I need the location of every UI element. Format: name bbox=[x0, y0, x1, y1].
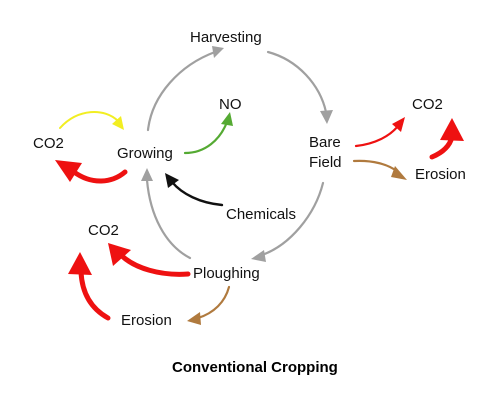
arrow-co2-emission-erosion bbox=[78, 269, 111, 321]
arrowhead-co2-emission-growing bbox=[55, 160, 82, 182]
label-no: NO bbox=[219, 96, 242, 113]
label-harvesting: Harvesting bbox=[190, 29, 262, 46]
growing-flows bbox=[55, 110, 233, 207]
label-erosion-ploughing: Erosion bbox=[121, 312, 172, 329]
arrowhead-co2-emission-bare-field-large bbox=[440, 118, 464, 141]
arrow-co2-uptake bbox=[59, 110, 119, 129]
label-co2-ploughing: CO2 bbox=[88, 222, 119, 239]
arrow-co2-emission-growing bbox=[71, 169, 128, 184]
label-co2-bare-field: CO2 bbox=[412, 96, 443, 113]
arrowhead-co2-uptake bbox=[112, 116, 124, 130]
label-ploughing: Ploughing bbox=[193, 265, 260, 282]
label-growing: Growing bbox=[117, 145, 173, 162]
label-bare: Bare bbox=[309, 134, 341, 151]
label-erosion-bare-field: Erosion bbox=[415, 166, 466, 183]
cycle-arrows bbox=[141, 46, 333, 262]
bare-field-flows bbox=[352, 117, 464, 180]
arrow-erosion-ploughing bbox=[196, 285, 231, 320]
arrowhead-ploughing-to-growing bbox=[141, 168, 153, 181]
label-chemicals: Chemicals bbox=[226, 206, 296, 223]
arrow-bare-field-to-ploughing bbox=[260, 181, 325, 257]
arrowhead-co2-emission-erosion bbox=[68, 252, 92, 275]
arrowhead-co2-emission-bare-field-small bbox=[392, 117, 405, 132]
arrow-co2-emission-bare-field-small bbox=[354, 124, 400, 148]
diagram-caption: Conventional Cropping bbox=[172, 359, 338, 376]
arrowhead-chemicals-input bbox=[165, 173, 179, 188]
arrowhead-growing-to-harvesting bbox=[212, 46, 224, 58]
arrow-erosion-bare-field bbox=[352, 159, 400, 174]
arrow-co2-emission-ploughing bbox=[119, 253, 191, 277]
arrow-harvesting-to-bare-field bbox=[266, 50, 328, 114]
arrowhead-erosion-ploughing bbox=[187, 312, 201, 325]
arrow-growing-to-harvesting bbox=[146, 50, 217, 132]
arrowhead-harvesting-to-bare-field bbox=[320, 110, 333, 124]
arrowhead-erosion-bare-field bbox=[391, 166, 407, 180]
arrow-chemicals-input bbox=[170, 180, 224, 207]
arrowhead-no-emission bbox=[221, 112, 233, 126]
arrow-ploughing-to-growing bbox=[145, 178, 192, 260]
label-field: Field bbox=[309, 154, 342, 171]
labels: Harvesting NO CO2 Growing Bare Field CO2… bbox=[33, 29, 466, 376]
arrowhead-co2-emission-ploughing bbox=[108, 243, 131, 266]
arrow-no-emission bbox=[183, 120, 229, 155]
ploughing-flows bbox=[68, 243, 231, 325]
arrowhead-bare-field-to-ploughing bbox=[251, 250, 266, 262]
label-co2-growing: CO2 bbox=[33, 135, 64, 152]
